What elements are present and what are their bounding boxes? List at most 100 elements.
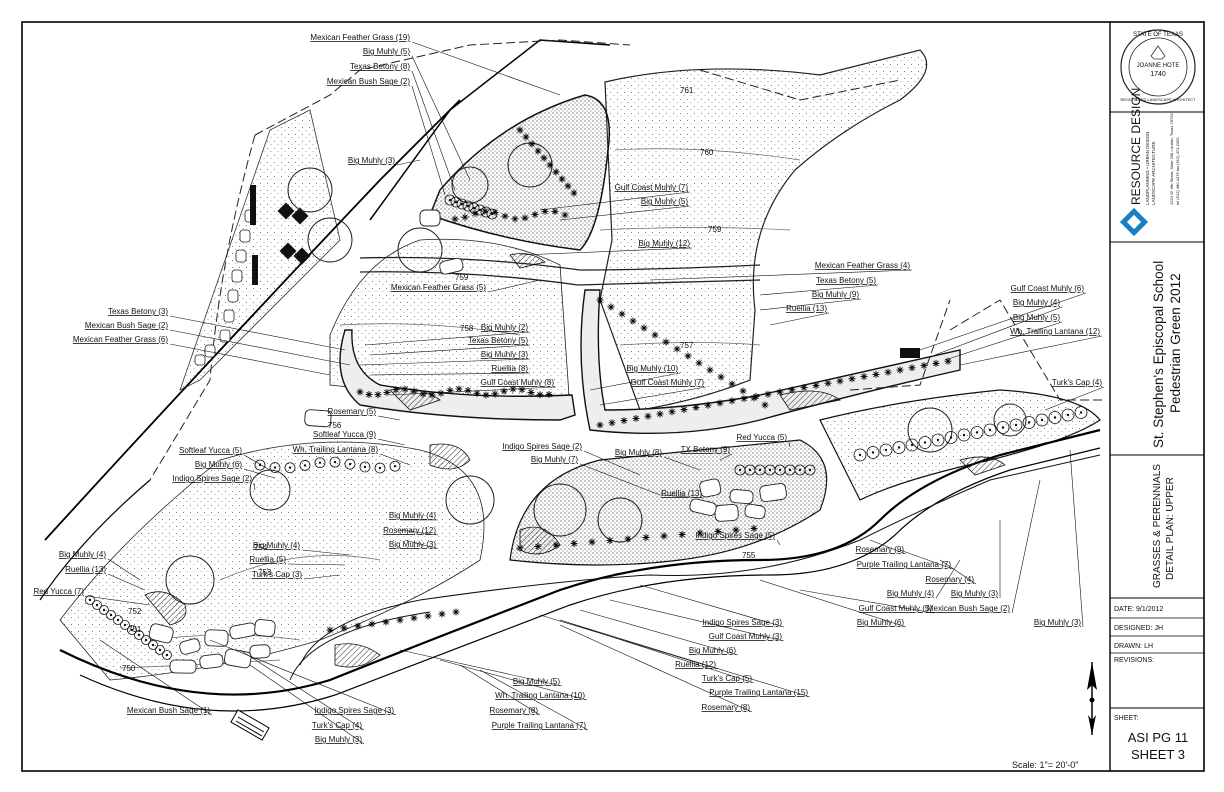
callout-leader-line <box>439 659 588 701</box>
perennial-symbol <box>134 630 144 640</box>
shrub-symbol <box>437 389 445 397</box>
shrub-symbol <box>540 154 548 162</box>
sheet-page: ASI PG 11 <box>1128 730 1188 745</box>
callout-leader-line <box>944 321 1063 361</box>
shrub-symbol <box>696 529 704 537</box>
shrub-symbol <box>673 345 681 353</box>
shrub-symbol <box>438 610 446 618</box>
firm-address: 1224 W. 6th Street, Suite 208 • Austin, … <box>1169 113 1174 205</box>
plant-callout-label: Big Muhly (7) <box>531 455 578 464</box>
callout-leader-line <box>399 529 439 536</box>
plant-callout-label: Big Muhly (6) <box>195 460 242 469</box>
callout-leader-line <box>411 70 456 191</box>
callout-leader-line <box>169 343 331 376</box>
callout-leader-line <box>377 415 401 421</box>
perennial-symbol <box>970 426 984 439</box>
callout-leader-line <box>663 456 701 471</box>
seal-number: 1740 <box>1150 71 1166 78</box>
callout-leader-line <box>369 372 531 376</box>
plant-callout-label: Indigo Spires Sage (5) <box>695 531 775 540</box>
shrub-symbol <box>365 391 373 399</box>
shrub-symbol <box>896 366 904 374</box>
plant-callout-label: Turk's Cap (5) <box>702 674 752 683</box>
contour-label: 752 <box>128 607 142 616</box>
perennial-symbol <box>113 615 123 625</box>
shrub-symbol <box>534 147 542 155</box>
shrub-symbol <box>884 368 892 376</box>
architect-seal: STATE OF TEXAS JOANNE HOTE 1740 REGISTER… <box>1120 29 1196 105</box>
callout-leader-line <box>359 358 531 366</box>
callout-leader-line <box>396 159 421 166</box>
plant-callout-label: Softleaf Yucca (5) <box>179 446 242 455</box>
callout-leader-line <box>869 539 907 555</box>
shrub-symbol <box>824 379 832 387</box>
paving-stone <box>729 489 754 505</box>
shrub-symbol <box>717 373 725 381</box>
shrub-symbol <box>452 608 460 616</box>
shrub-symbol <box>920 362 928 370</box>
paving-stone <box>199 653 224 670</box>
callout-leader-line <box>369 344 531 356</box>
perennial-symbol <box>918 436 932 449</box>
shrub-symbol <box>551 208 559 216</box>
callout-leader-line <box>759 298 862 311</box>
callout-leader-line <box>769 312 830 326</box>
perennial-symbol <box>450 196 462 208</box>
perennial-symbol <box>120 620 130 630</box>
drawing-title-1: GRASSES & PERENNIALS <box>1152 464 1163 588</box>
designed-field: DESIGNED: JH <box>1114 625 1163 632</box>
perennial-symbol <box>444 194 456 206</box>
plant-callout-label: Texas Betony (3) <box>108 307 168 316</box>
shrub-symbol <box>668 408 676 416</box>
shrub-symbol <box>716 399 724 407</box>
firm-phone: tel (512) 480-4475 fax (512) 474-2355 <box>1175 137 1180 205</box>
plant-callout-label: Gulf Coast Muhly (6) <box>1011 284 1085 293</box>
callout-leader-line <box>99 639 213 716</box>
shrub-symbol <box>642 534 650 541</box>
perennial-symbol <box>983 423 997 437</box>
date-field: DATE: 9/1/2012 <box>1114 606 1163 613</box>
plant-callout-label: Big Muhly (5) <box>641 197 688 206</box>
perennial-symbol <box>127 625 137 635</box>
perennial-symbol <box>957 428 971 442</box>
plant-callout-label: Rosemary (9) <box>856 545 905 554</box>
firm-name: RESOURCE DESIGN <box>1129 88 1143 205</box>
plant-callout-label: Mexican Bush Sage (1) <box>127 706 210 715</box>
callout-leader-line <box>169 315 346 351</box>
perennial-symbol <box>389 460 401 472</box>
shrub-symbol <box>354 622 362 630</box>
contour-label: 759 <box>708 225 722 234</box>
contour-label: 751 <box>128 625 142 634</box>
perennial-symbol <box>486 208 498 220</box>
plant-callout-label: Big Muhly (4) <box>389 511 436 520</box>
shrub-symbol <box>836 377 844 385</box>
callout-leader-line <box>589 372 681 391</box>
shrub-symbol <box>680 406 688 414</box>
callout-leader-line <box>583 450 641 476</box>
plant-callout-label: Turk's Cap (4) <box>1052 378 1102 387</box>
shrub-symbol <box>552 168 560 176</box>
shrub-symbol <box>678 531 686 538</box>
perennial-symbol <box>106 610 116 620</box>
contour-label: 761 <box>680 86 694 95</box>
shrub-symbol <box>848 375 856 383</box>
paving-stone <box>439 257 464 275</box>
perennial-symbol <box>853 448 867 462</box>
contour-label: 750 <box>122 664 136 673</box>
shrub-symbol <box>356 388 364 396</box>
perennial-symbol <box>299 460 311 471</box>
callout-leader-line <box>107 558 141 581</box>
shrub-symbol <box>546 161 554 169</box>
perennial-symbol <box>931 433 945 447</box>
plant-callout-label: Rosemary (12) <box>383 526 436 535</box>
plant-callout-label: Texas Betony (8) <box>350 62 410 71</box>
callout-leader-line <box>759 284 879 296</box>
paving-stone <box>204 629 229 647</box>
plant-callout-label: Big Muhly (10) <box>626 364 678 373</box>
perennial-symbol <box>162 650 172 660</box>
shrub-symbol <box>656 410 664 418</box>
callout-leader-line <box>487 279 541 293</box>
callout-leader-line <box>539 614 719 670</box>
shrub-symbol <box>692 403 700 411</box>
